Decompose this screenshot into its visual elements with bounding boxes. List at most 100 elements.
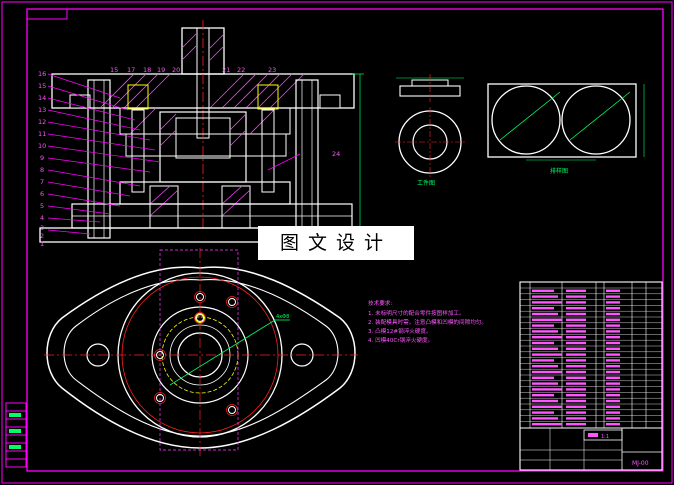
parts-cell-mark (532, 307, 554, 310)
balloon-19: 19 (157, 66, 165, 74)
parts-cell-mark (566, 295, 586, 298)
parts-cell-mark (606, 347, 620, 350)
parts-cell-mark (532, 330, 558, 333)
balloon-23: 23 (268, 66, 276, 74)
parts-cell-mark (566, 405, 586, 408)
parts-cell-mark (532, 405, 562, 408)
note-2: 2. 装配模具时需，注意凸模和凹模的间隙均匀。 (368, 318, 487, 326)
parts-cell-mark (566, 365, 586, 368)
parts-cell-mark (532, 301, 562, 304)
watermark: 图文设计 (258, 226, 414, 260)
parts-cell-mark (606, 318, 620, 321)
workpiece-label: 工件图 (417, 179, 435, 187)
parts-cell-mark (606, 312, 620, 316)
parts-cell-mark (532, 336, 562, 339)
parts-cell-mark (532, 347, 558, 350)
parts-cell-mark (566, 289, 586, 292)
balloon-15: 15 (110, 66, 118, 74)
parts-cell-mark (606, 295, 620, 298)
parts-cell-mark (532, 423, 562, 426)
parts-cell-mark (566, 382, 586, 385)
parts-list: 1:1 MJ-00 (519, 281, 663, 471)
parts-cell-mark (532, 341, 554, 345)
balloon-13l: 13 (38, 106, 46, 114)
balloon-14: 14 (38, 94, 46, 102)
parts-cell-mark (566, 417, 586, 420)
parts-cell-mark (532, 359, 554, 362)
parts-cell-mark (566, 307, 586, 310)
drawing-code: MJ-00 (632, 460, 649, 467)
balloon-3: 3 (40, 224, 44, 232)
hole-dimension: 4xΦ8 (276, 314, 289, 320)
parts-cell-mark (566, 376, 586, 379)
parts-cell-mark (606, 394, 620, 397)
parts-cell-mark (566, 336, 586, 339)
parts-cell-mark (606, 359, 620, 362)
balloon-4: 4 (40, 214, 44, 222)
balloon-7: 7 (40, 178, 44, 186)
parts-cell-mark (606, 417, 620, 420)
note-3: 3. 凸模12#钢淬火硬度。 (368, 327, 432, 335)
parts-cell-mark (606, 301, 620, 304)
balloon-11: 11 (38, 130, 46, 138)
parts-cell-mark (532, 417, 558, 420)
parts-cell-mark (532, 394, 554, 397)
parts-cell-mark (606, 353, 620, 356)
parts-cell-mark (606, 411, 620, 414)
parts-cell-mark (606, 399, 620, 403)
parts-cell-mark (606, 324, 620, 327)
parts-cell-mark (566, 341, 586, 345)
balloon-24: 24 (332, 150, 340, 158)
parts-cell-mark (606, 365, 620, 368)
parts-cell-mark (566, 411, 586, 414)
parts-cell-mark (532, 399, 558, 403)
parts-cell-mark (532, 324, 554, 327)
balloon-16: 16 (38, 70, 46, 78)
parts-cell-mark (566, 388, 586, 391)
balloon-5: 5 (40, 202, 44, 210)
balloon-1: 1 (40, 240, 44, 248)
technical-notes: 技术要求: 1. 未标明尺寸的配合零件按图样加工。 2. 装配模具时需，注意凸模… (368, 299, 487, 344)
balloon-12: 12 (38, 118, 46, 126)
inner-border (26, 8, 664, 472)
parts-cell-mark (532, 365, 558, 368)
parts-cell-mark (532, 411, 554, 414)
scale-value: 1:1 (601, 434, 609, 440)
parts-cell-mark (606, 405, 620, 408)
parts-cell-mark (566, 312, 586, 316)
workpiece-view: 工件图 (395, 74, 465, 187)
parts-cell-mark (566, 370, 586, 374)
parts-cell-mark (532, 318, 562, 321)
balloon-10: 10 (38, 142, 46, 150)
balloon-numbers-top: 15 17 18 19 20 21 22 23 24 (110, 66, 340, 158)
notes-heading: 技术要求: (368, 299, 392, 307)
parts-cell-mark (532, 295, 558, 298)
parts-cell-mark (566, 318, 586, 321)
balloon-15l: 15 (38, 82, 46, 90)
corner-tab (26, 8, 68, 20)
parts-cell-mark (566, 359, 586, 362)
balloon-22: 22 (237, 66, 245, 74)
parts-cell-mark (532, 289, 554, 292)
balloon-8: 8 (40, 166, 44, 174)
parts-cell-mark (566, 353, 586, 356)
note-4: 4. 凹模40Cr钢淬火硬度。 (368, 336, 433, 344)
parts-cell-mark (606, 376, 620, 379)
parts-cell-mark (566, 324, 586, 327)
parts-cell-mark (532, 370, 562, 374)
parts-cell-mark (532, 312, 558, 316)
parts-cell-mark (566, 330, 586, 333)
parts-cell-mark (606, 336, 620, 339)
balloon-2: 2 (40, 232, 44, 240)
balloon-6: 6 (40, 190, 44, 198)
parts-cell-mark (566, 301, 586, 304)
balloon-9: 9 (40, 154, 44, 162)
parts-cell-mark (606, 289, 620, 292)
parts-cell-mark (606, 370, 620, 374)
parts-cell-mark (566, 423, 586, 426)
parts-cell-mark (606, 382, 620, 385)
parts-cell-mark (606, 307, 620, 310)
